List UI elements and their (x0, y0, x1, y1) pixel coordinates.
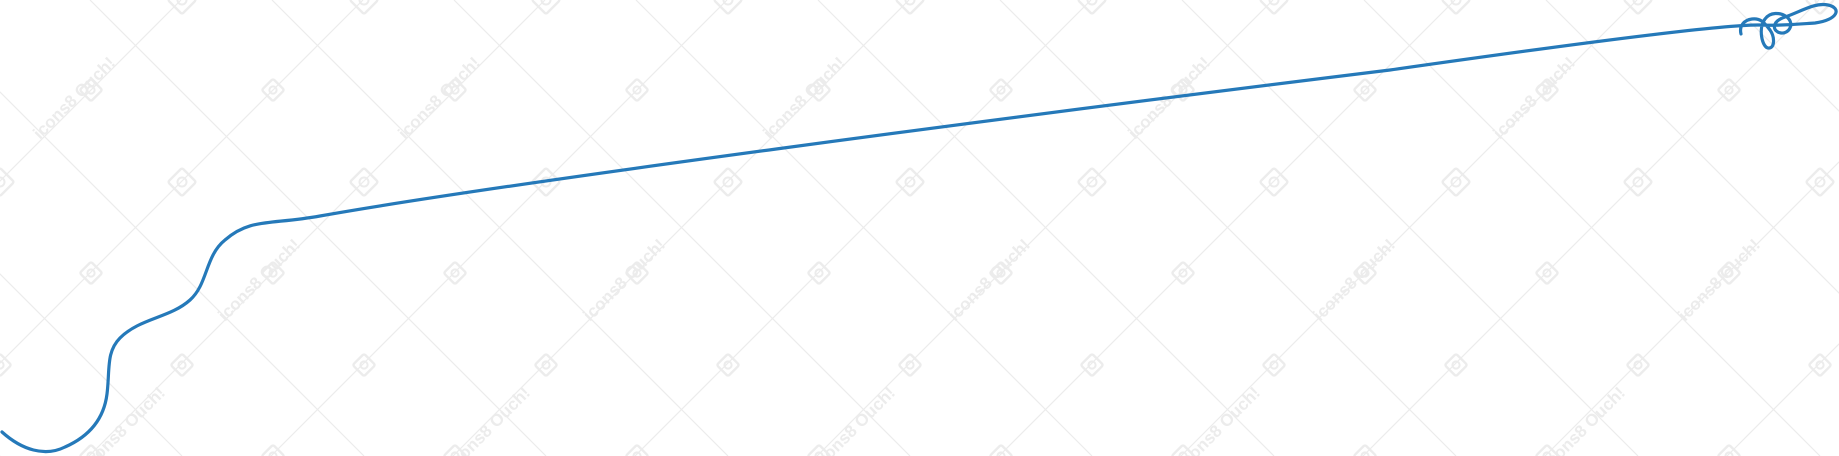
icons8-logo-icon (1805, 167, 1835, 197)
icons8-logo-icon (0, 353, 12, 377)
watermark-line (816, 0, 1274, 456)
watermark-line (817, 0, 1275, 456)
icons8-logo-icon (261, 261, 285, 285)
icons8-logo-icon (1623, 167, 1653, 197)
icons8-logo-icon (1077, 0, 1107, 15)
icons8-logo-icon (1171, 261, 1195, 285)
icons8-logo-icon (1535, 78, 1559, 102)
icons8-logo-icon (167, 167, 197, 197)
icons8-logo-icon (989, 444, 1013, 456)
watermark-line (634, 0, 1092, 456)
watermark-line (1181, 0, 1639, 456)
icons8-logo-icon (261, 78, 285, 102)
icons8-logo-icon (443, 444, 467, 456)
icons8-logo-icon (1353, 78, 1377, 102)
icons8-logo-icon (531, 0, 561, 15)
icons8-logo-icon (79, 444, 103, 456)
watermark-line (1363, 0, 1821, 456)
watermark-line (1544, 161, 1839, 456)
icons8-logo-icon (1626, 353, 1650, 377)
icons8-logo-icon (807, 78, 831, 102)
watermark-line (0, 0, 364, 364)
icons8-logo-icon (1262, 353, 1286, 377)
icons8-logo-icon (349, 0, 379, 15)
watermark-line (635, 0, 1093, 456)
watermark-line (1362, 0, 1820, 456)
watermark-line (999, 0, 1457, 456)
watermark-line (1726, 343, 1839, 456)
icons8-logo-icon (1259, 167, 1289, 197)
icons8-logo-icon (895, 167, 925, 197)
icons8-logo-icon (443, 78, 467, 102)
icons8-logo-icon (625, 444, 649, 456)
icons8-logo-icon (349, 167, 379, 197)
icons8-logo-icon (713, 0, 743, 15)
watermark-line (1545, 0, 1839, 294)
icons8-logo-icon (1080, 353, 1104, 377)
icons8-logo-icon (1717, 78, 1741, 102)
icons8-logo-icon (716, 353, 740, 377)
watermark-line (1180, 0, 1638, 456)
icons8-logo-icon (170, 353, 194, 377)
icons8-logo-icon (1353, 261, 1377, 285)
icons8-logo-icon (1717, 261, 1741, 285)
icons8-logo-icon (713, 167, 743, 197)
icons8-logo-icon (1441, 0, 1471, 15)
icons8-logo-icon (1441, 167, 1471, 197)
icons8-logo-icon (895, 0, 925, 15)
icons8-logo-icon (0, 167, 15, 197)
watermark-line (0, 91, 365, 456)
watermark-line (0, 273, 183, 456)
icons8-logo-icon (1535, 444, 1559, 456)
icons8-logo-icon (1171, 444, 1195, 456)
icons8-logo-icon (534, 353, 558, 377)
icons8-logo-icon (989, 261, 1013, 285)
icons8-logo-icon (807, 261, 831, 285)
icons8-logo-icon (352, 353, 376, 377)
icons8-logo-icon (898, 353, 922, 377)
icons8-logo-icon (1808, 353, 1832, 377)
watermark-line (0, 0, 182, 182)
icons8-logo-icon (1717, 444, 1741, 456)
icons8-logo-icon (79, 261, 103, 285)
icons8-logo-icon (1259, 0, 1289, 15)
icons8-logo-icon (625, 78, 649, 102)
icons8-logo-icon (261, 444, 285, 456)
icons8-logo-icon (989, 78, 1013, 102)
icons8-logo-icon (807, 444, 831, 456)
icons8-logo-icon (1444, 353, 1468, 377)
icons8-logo-icon (1077, 167, 1107, 197)
icons8-logo-icon (443, 261, 467, 285)
watermark-line (271, 0, 729, 456)
icons8-logo-icon (167, 0, 197, 15)
icons8-logo-icon (79, 78, 103, 102)
watermark-line (88, 0, 546, 456)
watermark-line (998, 0, 1456, 456)
watermark-line (1727, 0, 1839, 112)
watermark-line (270, 0, 728, 456)
watermark-line (452, 0, 910, 456)
icons8-logo-icon (625, 261, 649, 285)
icons8-logo-icon (1535, 261, 1559, 285)
icons8-logo-icon (1623, 0, 1653, 15)
watermark-line (89, 0, 547, 456)
watermark-line (453, 0, 911, 456)
icons8-logo-icon (1353, 444, 1377, 456)
